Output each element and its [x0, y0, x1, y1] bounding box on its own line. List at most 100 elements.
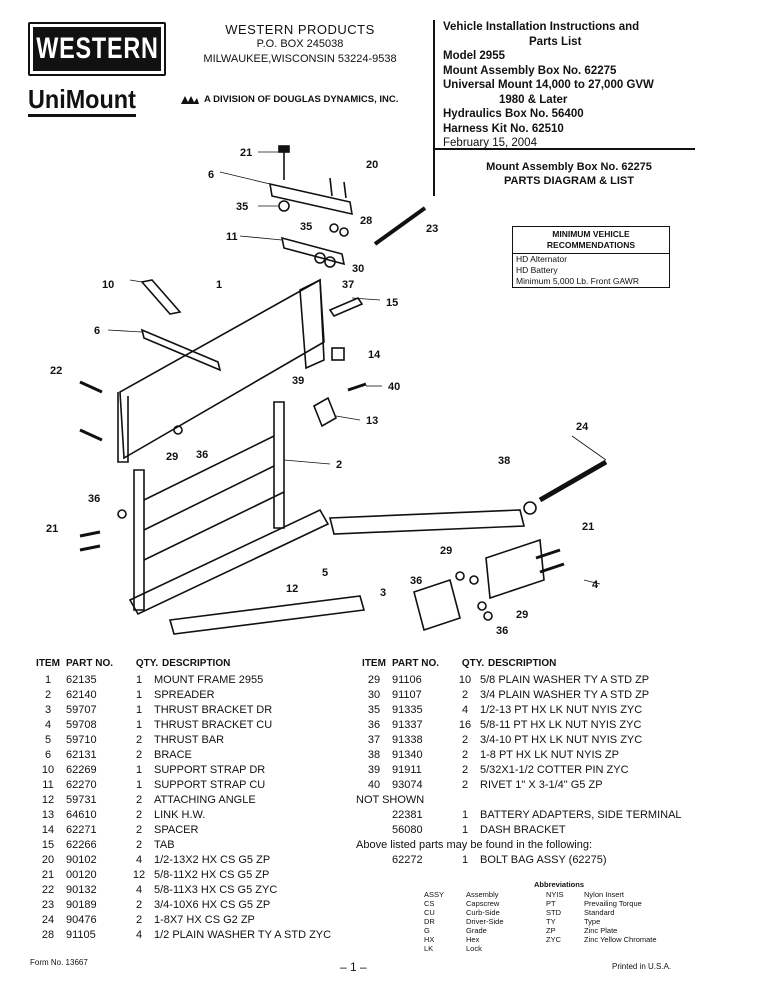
- thrust-bar-lower: [168, 595, 366, 635]
- quantity: 1: [135, 704, 143, 716]
- description: BOLT BAG ASSY (62275): [480, 854, 607, 866]
- quantity: 10: [458, 674, 472, 686]
- part-number: 59731: [66, 794, 97, 806]
- min-vehicle-row: HD Alternator: [516, 254, 568, 264]
- part-number: 90476: [66, 914, 97, 926]
- quantity: 2: [135, 839, 143, 851]
- quantity: 1: [461, 824, 469, 836]
- western-logo-text: WESTERN: [35, 32, 159, 65]
- callout-36: 36: [88, 493, 100, 505]
- header-part: PART NO.: [392, 658, 440, 669]
- washer-29b: [469, 575, 479, 585]
- bolt-21-left: [79, 530, 101, 538]
- abbrev-entry: TY: [546, 917, 556, 926]
- part-number: 90132: [66, 884, 97, 896]
- installation-info: Vehicle Installation Instructions and Pa…: [443, 20, 703, 151]
- douglas-dynamics-icon: [181, 95, 199, 104]
- item-number: 15: [41, 839, 55, 851]
- abbrev-entry: NYIS: [546, 890, 564, 899]
- part-number: 62135: [66, 674, 97, 686]
- description: TAB: [154, 839, 175, 851]
- header-divider: [433, 20, 435, 196]
- description: 3/4-10 PT HX LK NUT NYIS ZYC: [480, 734, 643, 746]
- abbrev-entry: PT: [546, 899, 556, 908]
- description: SUPPORT STRAP DR: [154, 764, 266, 776]
- callout-36: 36: [410, 575, 422, 587]
- quantity: 1: [135, 674, 143, 686]
- abbreviations-title: Abbreviations: [533, 880, 584, 889]
- item-number: 36: [367, 719, 381, 731]
- item-number: 5: [44, 734, 52, 746]
- abbrev-entry: Prevailing Torque: [584, 899, 642, 908]
- attaching-angle: [128, 508, 330, 616]
- company-name: WESTERN PRODUCTS: [225, 22, 375, 37]
- item-number: 14: [41, 824, 55, 836]
- address-line-2: MILWAUKEE,WISCONSIN 53224-9538: [203, 53, 397, 65]
- callout-13: 13: [366, 415, 378, 427]
- support-strap-cu: [280, 236, 346, 266]
- header-part: PART NO.: [66, 658, 114, 669]
- description: 3/4-10X6 HX CS G5 ZP: [154, 899, 271, 911]
- header-rule: [433, 148, 695, 150]
- description: THRUST BRACKET DR: [154, 704, 273, 716]
- callout-21: 21: [46, 523, 58, 535]
- nut-36d: [483, 611, 493, 621]
- part-number: 56080: [392, 824, 423, 836]
- description: MOUNT FRAME 2955: [154, 674, 264, 686]
- nut-29a: [173, 425, 183, 435]
- callout-39: 39: [292, 375, 304, 387]
- washer-30: [314, 252, 326, 264]
- info-harness: Harness Kit No. 62510: [443, 122, 564, 135]
- division-line: A DIVISION OF DOUGLAS DYNAMICS, INC.: [180, 94, 398, 105]
- not-shown-section: NOT SHOWN 22381 1 BATTERY ADAPTERS, SIDE…: [356, 793, 682, 868]
- part-number: 90189: [66, 899, 97, 911]
- company-address: WESTERN PRODUCTS P.O. BOX 245038 MILWAUK…: [200, 22, 400, 67]
- brace-lower: [140, 328, 222, 372]
- item-number: 28: [41, 929, 55, 941]
- table-header-left: ITEM PART NO. QTY. DESCRIPTION: [30, 656, 230, 671]
- item-number: 22: [41, 884, 55, 896]
- item-number: 20: [41, 854, 55, 866]
- description: LINK H.W.: [154, 809, 206, 821]
- bolt-21-right-b: [539, 562, 565, 574]
- callout-10: 10: [102, 279, 114, 291]
- info-universal: Universal Mount 14,000 to 27,000 GVW: [443, 79, 654, 91]
- callout-22: 22: [50, 365, 62, 377]
- header-desc: DESCRIPTION: [162, 658, 231, 669]
- description: 5/8-11X2 HX CS G5 ZP: [154, 869, 270, 881]
- min-vehicle-box: MINIMUM VEHICLE RECOMMENDATIONS HD Alter…: [512, 226, 670, 288]
- bolt-21-right: [535, 548, 561, 560]
- quantity: 1: [461, 854, 469, 866]
- callout-15: 15: [386, 297, 398, 309]
- quantity: 12: [132, 869, 146, 881]
- callout-20: 20: [366, 159, 378, 171]
- callout-36: 36: [496, 625, 508, 637]
- header-desc: DESCRIPTION: [488, 658, 557, 669]
- part-number: 91106: [392, 674, 422, 686]
- item-number: 6: [44, 749, 52, 761]
- quantity: 2: [461, 749, 469, 761]
- callout-29: 29: [166, 451, 178, 463]
- description: 1/2 PLAIN WASHER TY A STD ZYC: [154, 929, 332, 941]
- min-vehicle-title-1: MINIMUM VEHICLE: [552, 229, 630, 239]
- description: BATTERY ADAPTERS, SIDE TERMINAL: [480, 809, 682, 821]
- table-row: 22381 1 BATTERY ADAPTERS, SIDE TERMINAL: [356, 808, 682, 823]
- table-row: 56080 1 DASH BRACKET: [356, 823, 682, 838]
- item-number: 11: [42, 779, 54, 791]
- section-title-main: Mount Assembly Box No. 62275: [486, 161, 652, 173]
- description: 3/4 PLAIN WASHER TY A STD ZP: [480, 689, 650, 701]
- callout-35: 35: [236, 201, 248, 213]
- thrust-bracket-dr: [413, 578, 461, 632]
- rivet: [347, 382, 367, 392]
- part-number: 59707: [66, 704, 97, 716]
- description: 1-8 PT HX LK NUT NYIS ZP: [480, 749, 619, 761]
